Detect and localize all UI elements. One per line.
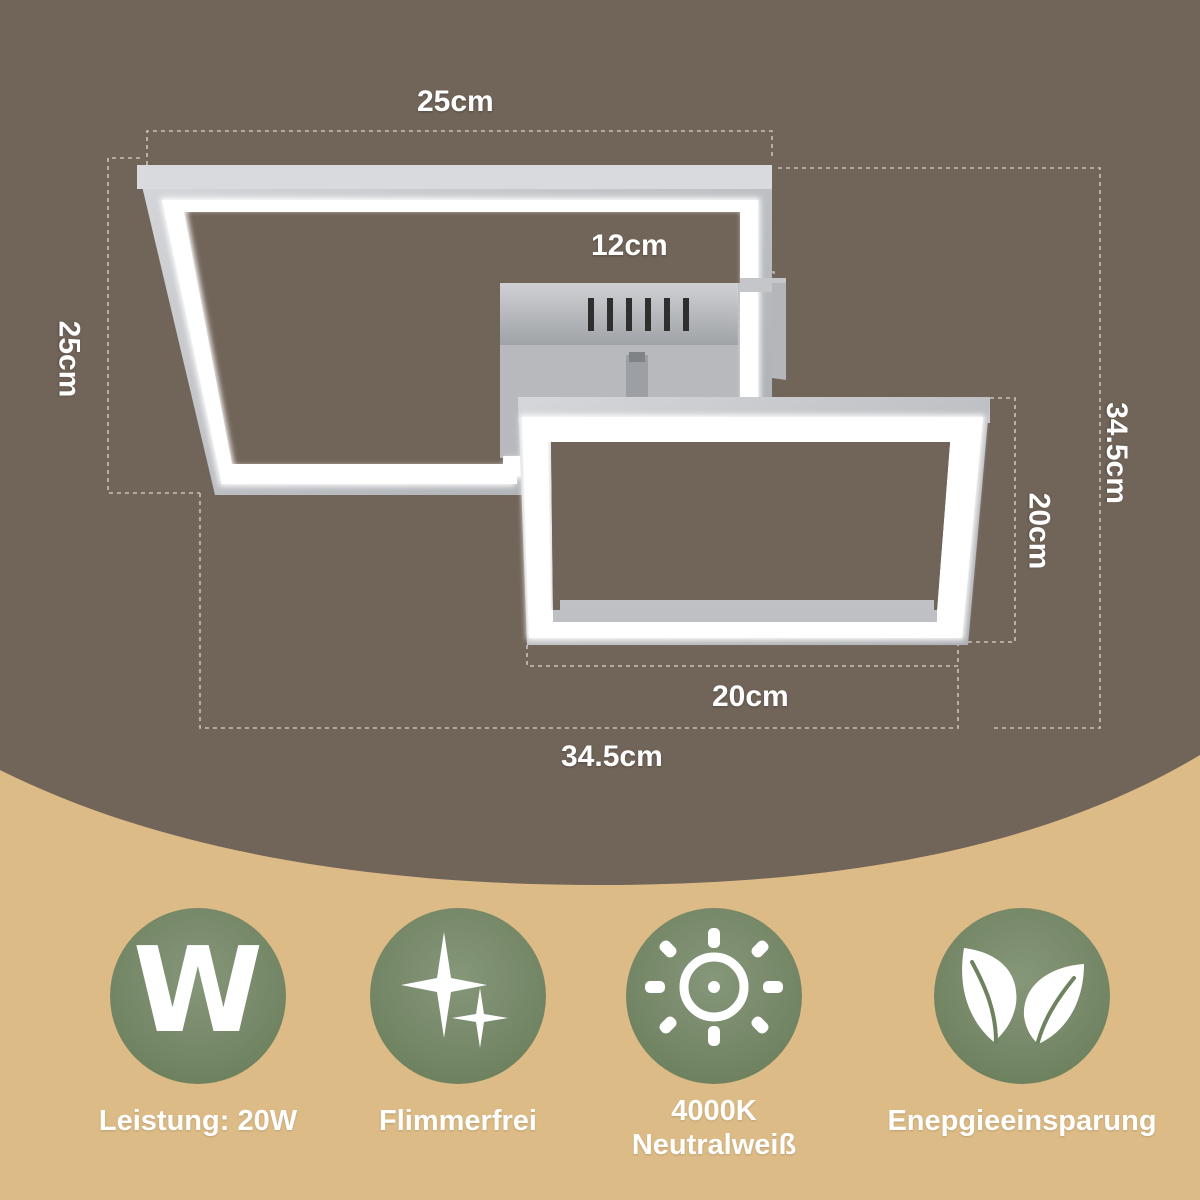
leaf-icon	[962, 948, 1084, 1044]
dim-total-width: 34.5cm	[561, 740, 663, 773]
feature-color-temp-caption: 4000K Neutralweiß	[594, 1094, 834, 1162]
feature-flicker-caption: Flimmerfrei	[379, 1105, 537, 1137]
feature-power: W Leistung: 20W	[78, 908, 318, 1138]
dim-total-height: 34.5cm	[1099, 402, 1133, 504]
feature-flicker-circle	[370, 908, 546, 1084]
feature-energy-circle	[934, 908, 1110, 1084]
dim-small-height: 20cm	[1022, 492, 1056, 570]
feature-power-circle: W	[110, 908, 286, 1084]
feature-color-temp-line2: Neutralweiß	[631, 1129, 797, 1161]
feature-color-temp: 4000K Neutralweiß	[594, 908, 834, 1162]
small-frame	[518, 397, 990, 645]
feature-energy: Enepgieeinsparung	[877, 908, 1167, 1138]
dim-base-width: 12cm	[591, 229, 668, 262]
svg-text:W: W	[133, 921, 263, 1059]
sparkle-icon	[401, 932, 508, 1048]
feature-color-temp-circle	[626, 908, 802, 1084]
feature-flicker: Flimmerfrei	[338, 908, 578, 1138]
dim-large-height: 25cm	[52, 320, 86, 398]
feature-power-caption: Leistung: 20W	[98, 1105, 298, 1137]
feature-energy-caption: Enepgieeinsparung	[887, 1105, 1157, 1137]
dim-small-width: 20cm	[712, 680, 789, 713]
dim-large-width: 25cm	[417, 85, 494, 118]
feature-color-temp-line1: 4000K	[671, 1095, 757, 1127]
w-letter-icon: W	[133, 921, 263, 1059]
sun-icon	[645, 928, 783, 1046]
